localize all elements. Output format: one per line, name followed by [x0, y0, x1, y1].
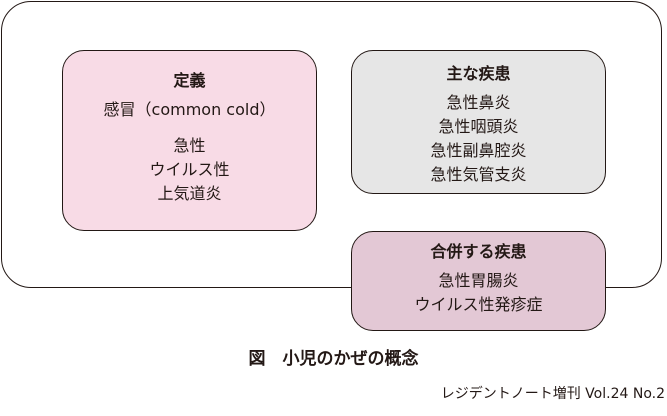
definition-title: 定義: [173, 71, 206, 90]
definition-box: 定義 感冒（common cold） 急性 ウイルス性 上気道炎: [62, 50, 317, 231]
main-diseases-title: 主な疾患: [446, 64, 511, 83]
main-diseases-box: 主な疾患 急性鼻炎 急性咽頭炎 急性副鼻腔炎 急性気管支炎: [351, 50, 606, 194]
figure-caption: 図 小児のかぜの概念: [248, 349, 419, 369]
complication-item: 急性胃腸炎: [438, 271, 519, 290]
complications-box: 合併する疾患 急性胃腸炎 ウイルス性発疹症: [351, 231, 606, 331]
definition-line: 急性: [173, 136, 206, 155]
definition-term: 感冒（common cold）: [103, 100, 276, 119]
disease-item: 急性気管支炎: [430, 165, 527, 184]
complication-item: ウイルス性発疹症: [414, 295, 543, 314]
outer-frame: [1, 1, 662, 288]
disease-item: 急性鼻炎: [446, 93, 511, 112]
definition-line: 上気道炎: [157, 184, 222, 203]
complications-title: 合併する疾患: [430, 242, 527, 261]
disease-item: 急性咽頭炎: [438, 117, 519, 136]
disease-item: 急性副鼻腔炎: [430, 141, 527, 160]
source-credit: レジデントノート増刊 Vol.24 No.2: [440, 386, 665, 402]
definition-line: ウイルス性: [149, 160, 230, 179]
